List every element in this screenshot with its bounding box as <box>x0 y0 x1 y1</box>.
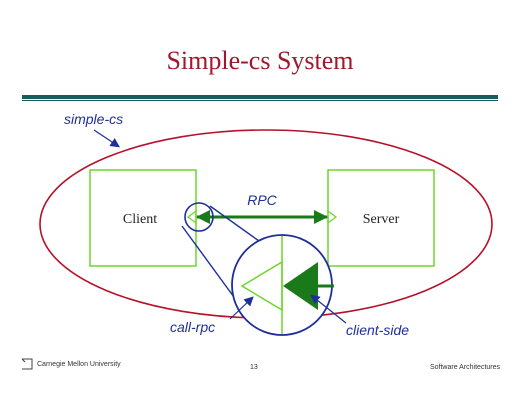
client-label: Client <box>123 212 157 227</box>
rpc-arrow-left <box>196 210 210 224</box>
cmu-bracket-logo-icon <box>21 358 33 370</box>
footer-left: Carnegie Mellon University <box>20 357 121 371</box>
zoom-focus-circle <box>184 202 214 232</box>
server-label: Server <box>363 212 400 227</box>
footer-course: Software Architectures <box>429 364 500 371</box>
call-rpc-label: call-rpc <box>170 319 215 335</box>
footer-university: Carnegie Mellon University <box>37 360 121 368</box>
page-number: 13 <box>250 364 258 371</box>
zoom-line-upper <box>209 205 267 247</box>
title-rule-thick <box>22 95 498 99</box>
call-rpc-role <box>240 260 283 312</box>
slide-title: Simple-cs System <box>166 46 354 75</box>
client-side-label: client-side <box>346 322 409 338</box>
system-label-pointer <box>93 129 120 148</box>
title-rule-thin <box>22 100 498 101</box>
server-port <box>327 209 338 225</box>
client-port <box>186 209 197 225</box>
client-side-port <box>283 262 318 310</box>
rpc-arrow-right <box>314 210 328 224</box>
client-side-pointer <box>310 294 347 324</box>
rpc-label: RPC <box>247 192 277 208</box>
call-rpc-pointer <box>229 296 254 320</box>
system-label: simple-cs <box>64 111 123 127</box>
